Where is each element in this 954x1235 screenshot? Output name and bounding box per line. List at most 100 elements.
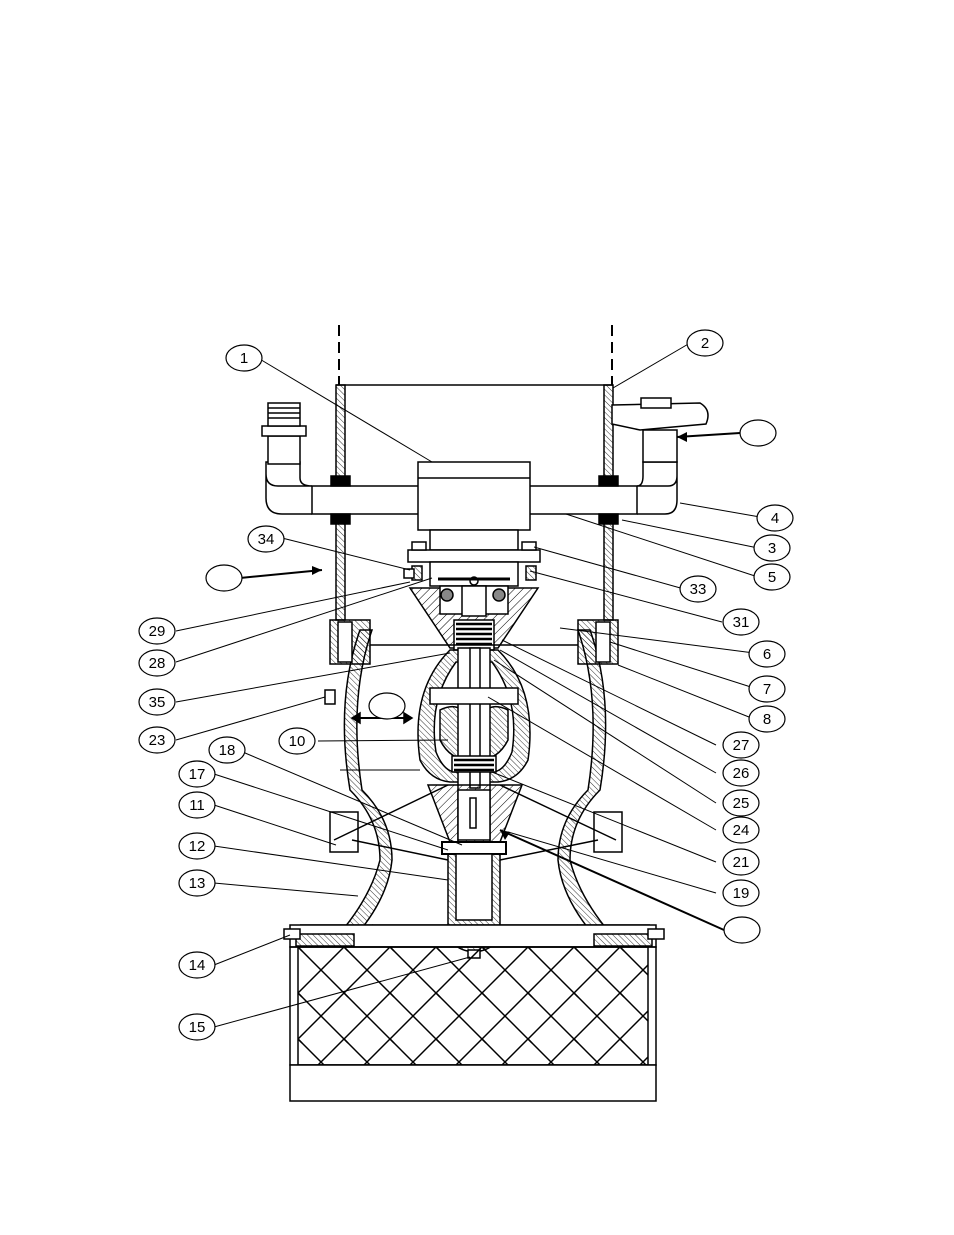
callout-8: 8: [748, 705, 786, 733]
callout-number: 2: [701, 335, 709, 352]
o-ring-left: [440, 588, 454, 602]
callout-26: 26: [722, 759, 760, 787]
callout-number: 21: [733, 854, 750, 871]
callout-bubble: [225, 344, 263, 372]
callout-number: 35: [149, 694, 166, 711]
callout-number: 11: [189, 797, 205, 814]
outer-casing-left: [332, 629, 393, 941]
elbow-right: [636, 461, 678, 515]
bolt-left: [283, 928, 301, 940]
callout-number: 12: [189, 838, 206, 855]
seal-left-top: [330, 475, 351, 487]
callout-number: 10: [289, 733, 306, 750]
callout-bubble: [178, 951, 216, 979]
callout-bubble: [138, 617, 176, 645]
callout-bubble: [753, 563, 791, 591]
callout-34: 34: [247, 525, 285, 553]
callout-27: 27: [722, 731, 760, 759]
flange-block-lower-left: [329, 811, 359, 853]
o-ring-right: [492, 588, 506, 602]
callout-bubble: [748, 675, 786, 703]
callout-3: 3: [753, 534, 791, 562]
callout-number: 4: [771, 510, 779, 527]
callout-bubble: [178, 1013, 216, 1041]
callout-blank-31: [368, 692, 406, 720]
callout-2: 2: [686, 329, 724, 357]
callout-7: 7: [748, 675, 786, 703]
seal-right-top: [598, 475, 619, 487]
callout-31: 31: [722, 608, 760, 636]
callout-29: 29: [138, 617, 176, 645]
callout-number: 29: [149, 623, 166, 640]
callout-bubble: [722, 848, 760, 876]
seal-housing: [429, 561, 519, 587]
callout-number: 27: [733, 737, 750, 754]
callout-15: 15: [178, 1013, 216, 1041]
callout-number: 33: [690, 581, 707, 598]
callout-bubble: [723, 916, 761, 944]
motor-block: [417, 461, 531, 531]
callout-number: 34: [258, 531, 275, 548]
callout-labels: 1234567810111213141517181921232425262728…: [138, 329, 794, 1041]
callout-number: 28: [149, 655, 166, 672]
callout-bubble: [138, 688, 176, 716]
callout-14: 14: [178, 951, 216, 979]
callout-bubble: [722, 731, 760, 759]
elbow-left: [265, 461, 313, 515]
callout-number: 26: [733, 765, 750, 782]
callout-number: 18: [219, 742, 236, 759]
outer-casing-right: [557, 629, 618, 941]
callout-23: 23: [138, 726, 176, 754]
callout-bubble: [756, 504, 794, 532]
callout-bubble: [686, 329, 724, 357]
callout-bubble: [748, 705, 786, 733]
callout-blank-29: [205, 564, 243, 592]
callout-35: 35: [138, 688, 176, 716]
spring-lower: [451, 755, 497, 773]
callout-33: 33: [679, 575, 717, 603]
callout-18: 18: [208, 736, 246, 764]
callout-bubble: [722, 879, 760, 907]
callout-bubble: [722, 608, 760, 636]
bolt-right: [647, 928, 665, 940]
callout-number: 13: [189, 875, 206, 892]
callout-11: 11: [178, 791, 216, 819]
callout-bubble: [208, 736, 246, 764]
callout-bubble: [679, 575, 717, 603]
callout-25: 25: [722, 789, 760, 817]
callout-12: 12: [178, 832, 216, 860]
coupler-left-nut: [261, 425, 307, 437]
callout-bubble: [753, 534, 791, 562]
valve-body: [642, 429, 678, 463]
callout-21: 21: [722, 848, 760, 876]
callout-number: 17: [189, 766, 206, 783]
callout-bubble: [722, 816, 760, 844]
seal-right-bottom: [598, 513, 619, 525]
callout-bubble: [178, 832, 216, 860]
coupler-left-body: [267, 435, 301, 465]
callout-bubble: [138, 726, 176, 754]
callout-number: 23: [149, 732, 166, 749]
callout-13: 13: [178, 869, 216, 897]
leader-lines: [175, 342, 761, 1028]
callout-bubble: [138, 649, 176, 677]
drawing: [175, 325, 761, 1102]
callout-1: 1: [225, 344, 263, 372]
seal-left-bottom: [330, 513, 351, 525]
callout-number: 6: [763, 646, 771, 663]
valve-handle: [611, 402, 709, 431]
callout-number: 14: [189, 957, 206, 974]
callout-17: 17: [178, 760, 216, 788]
callout-number: 7: [763, 681, 771, 698]
callout-bubble: [722, 789, 760, 817]
strainer-base: [289, 1064, 657, 1102]
callout-bubble: [247, 525, 285, 553]
callout-number: 1: [240, 350, 248, 367]
callout-6: 6: [748, 640, 786, 668]
callout-number: 5: [768, 569, 776, 586]
callout-bubble: [278, 727, 316, 755]
flange-plate: [407, 549, 541, 563]
callout-19: 19: [722, 879, 760, 907]
callout-number: 3: [768, 540, 776, 557]
